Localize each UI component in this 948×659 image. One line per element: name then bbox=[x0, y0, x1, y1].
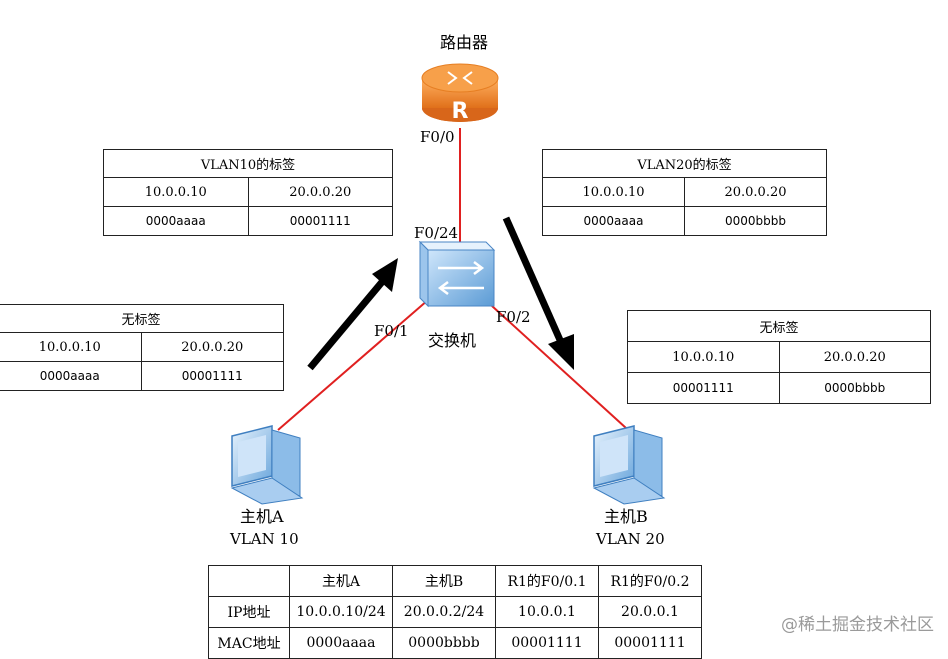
link-switch-host-a bbox=[277, 299, 429, 431]
table-cell: 10.0.0.1 bbox=[495, 596, 599, 628]
table-cell: 10.0.0.10/24 bbox=[289, 596, 393, 628]
switch-icon bbox=[418, 240, 496, 308]
router-icon: R bbox=[421, 63, 499, 124]
table-cell: 00001111 bbox=[140, 361, 284, 391]
vlan20-tag-table: VLAN20的标签 10.0.0.10 20.0.0.20 0000aaaa 0… bbox=[542, 149, 827, 236]
table-cell: 0000aaaa bbox=[289, 627, 393, 659]
table-cell: 00001111 bbox=[598, 627, 702, 659]
host-b-pc-icon bbox=[592, 425, 666, 505]
table-row: 主机A 主机B R1的F0/0.1 R1的F0/0.2 bbox=[208, 565, 702, 597]
row-header-cell: MAC地址 bbox=[208, 627, 290, 659]
table-title: VLAN20的标签 bbox=[542, 149, 827, 178]
table-cell: 00001111 bbox=[627, 372, 780, 404]
untagged-left-table: 无标签 10.0.0.10 20.0.0.20 0000aaaa 0000111… bbox=[0, 304, 284, 391]
table-header-cell: 主机A bbox=[289, 565, 393, 597]
table-cell: 0000bbbb bbox=[392, 627, 496, 659]
switch-uplink-port-label: F0/24 bbox=[414, 224, 459, 242]
table-cell: 10.0.0.10 bbox=[627, 341, 780, 373]
table-cell: 00001111 bbox=[495, 627, 599, 659]
table-cell: 20.0.0.2/24 bbox=[392, 596, 496, 628]
table-title: 无标签 bbox=[0, 304, 284, 333]
table-cell: 20.0.0.20 bbox=[684, 177, 827, 207]
untagged-right-table: 无标签 10.0.0.10 20.0.0.20 00001111 0000bbb… bbox=[627, 310, 931, 404]
table-cell: 20.0.0.20 bbox=[140, 332, 284, 362]
table-row: MAC地址 0000aaaa 0000bbbb 00001111 0000111… bbox=[208, 627, 702, 659]
vlan10-tag-table: VLAN10的标签 10.0.0.10 20.0.0.20 0000aaaa 0… bbox=[103, 149, 393, 236]
arrow-up-left bbox=[307, 258, 398, 371]
table-cell: 20.0.0.20 bbox=[778, 341, 931, 373]
router-port-label: F0/0 bbox=[420, 128, 455, 146]
table-cell: 0000aaaa bbox=[542, 206, 685, 236]
row-header-cell: IP地址 bbox=[208, 596, 290, 628]
table-header-cell: R1的F0/0.1 bbox=[495, 565, 599, 597]
table-cell: 10.0.0.10 bbox=[103, 177, 249, 207]
arrow-down-right bbox=[502, 216, 574, 370]
router-label: 路由器 bbox=[440, 33, 489, 52]
link-switch-host-b bbox=[491, 305, 627, 429]
table-header-cell: 主机B bbox=[392, 565, 496, 597]
host-b-name: 主机B bbox=[604, 507, 648, 526]
host-a-name: 主机A bbox=[240, 507, 284, 526]
table-cell: 20.0.0.1 bbox=[598, 596, 702, 628]
host-b-vlan: VLAN 20 bbox=[596, 530, 665, 548]
switch-port-b-label: F0/2 bbox=[496, 308, 531, 326]
watermark: @稀土掘金技术社区 bbox=[781, 615, 934, 635]
switch-port-a-label: F0/1 bbox=[374, 322, 409, 340]
table-cell: 0000aaaa bbox=[103, 206, 249, 236]
host-a-pc-icon bbox=[230, 425, 304, 505]
address-summary-table: 主机A 主机B R1的F0/0.1 R1的F0/0.2 IP地址 10.0.0.… bbox=[208, 565, 702, 659]
table-title: 无标签 bbox=[627, 310, 931, 342]
table-title: VLAN10的标签 bbox=[103, 149, 393, 178]
svg-text:R: R bbox=[452, 99, 469, 124]
table-row: IP地址 10.0.0.10/24 20.0.0.2/24 10.0.0.1 2… bbox=[208, 596, 702, 628]
table-cell: 0000bbbb bbox=[684, 206, 827, 236]
table-cell: 10.0.0.10 bbox=[542, 177, 685, 207]
table-cell: 10.0.0.10 bbox=[0, 332, 142, 362]
table-cell: 0000bbbb bbox=[778, 372, 931, 404]
table-cell: 20.0.0.20 bbox=[247, 177, 393, 207]
switch-label: 交换机 bbox=[428, 331, 477, 350]
table-cell: 00001111 bbox=[247, 206, 393, 236]
table-cell: 0000aaaa bbox=[0, 361, 142, 391]
table-header-cell: R1的F0/0.2 bbox=[598, 565, 702, 597]
host-a-vlan: VLAN 10 bbox=[230, 530, 299, 548]
table-header-cell bbox=[208, 565, 290, 597]
